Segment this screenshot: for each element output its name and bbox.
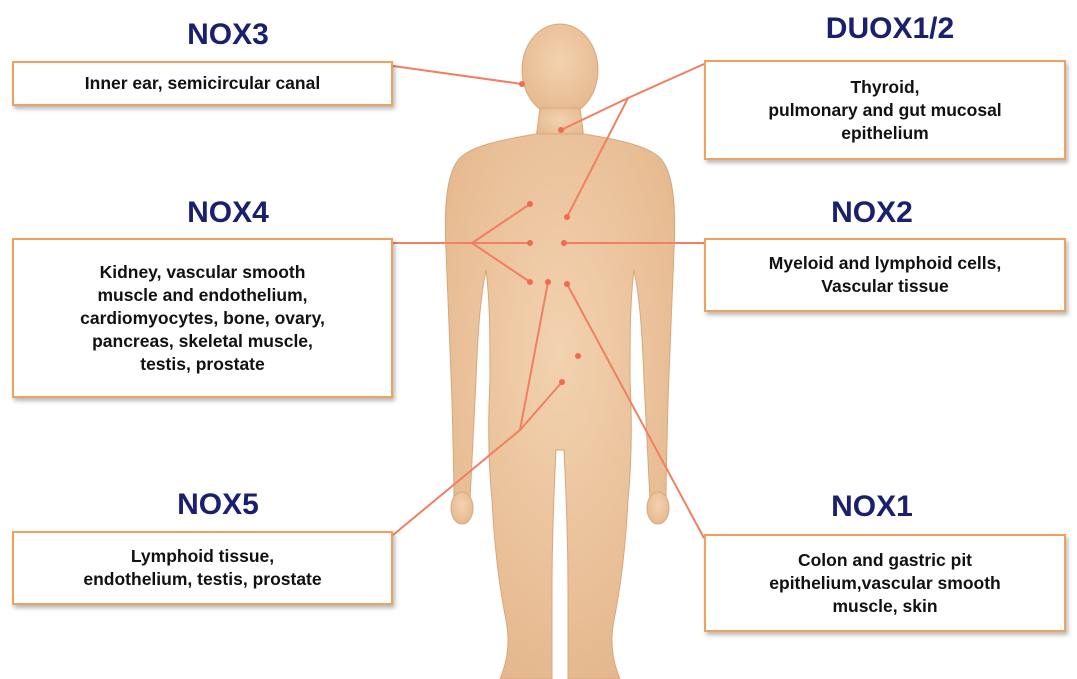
title-nox2: NOX2 (772, 198, 972, 228)
title-nox3: NOX3 (128, 20, 328, 50)
head (522, 24, 598, 116)
box-nox2: Myeloid and lymphoid cells, Vascular tis… (704, 238, 1066, 312)
dot-kidney (527, 279, 533, 285)
dot-center (561, 240, 567, 246)
title-duox: DUOX1/2 (780, 14, 1000, 44)
box-nox5: Lymphoid tissue, endothelium, testis, pr… (12, 531, 393, 605)
dot-thyroid (558, 127, 564, 133)
box-nox3: Inner ear, semicircular canal (12, 61, 393, 106)
box-nox1: Colon and gastric pit epithelium,vascula… (704, 534, 1066, 632)
dot-gut (564, 281, 570, 287)
leader-nox3 (393, 66, 522, 84)
dot-chest (527, 240, 533, 246)
title-nox5: NOX5 (118, 490, 318, 520)
left-hand (451, 492, 473, 524)
human-silhouette (445, 24, 674, 679)
dot-ear (519, 81, 525, 87)
dot-pelvis (559, 379, 565, 385)
dot-lung (564, 214, 570, 220)
right-hand (647, 492, 669, 524)
dot-colon (575, 353, 581, 359)
dot-abdomen (545, 279, 551, 285)
box-nox4: Kidney, vascular smooth muscle and endot… (12, 238, 393, 398)
box-duox: Thyroid, pulmonary and gut mucosal epith… (704, 60, 1066, 160)
title-nox4: NOX4 (128, 198, 328, 228)
dot-heart (527, 201, 533, 207)
torso-and-legs (445, 134, 674, 679)
title-nox1: NOX1 (772, 492, 972, 522)
